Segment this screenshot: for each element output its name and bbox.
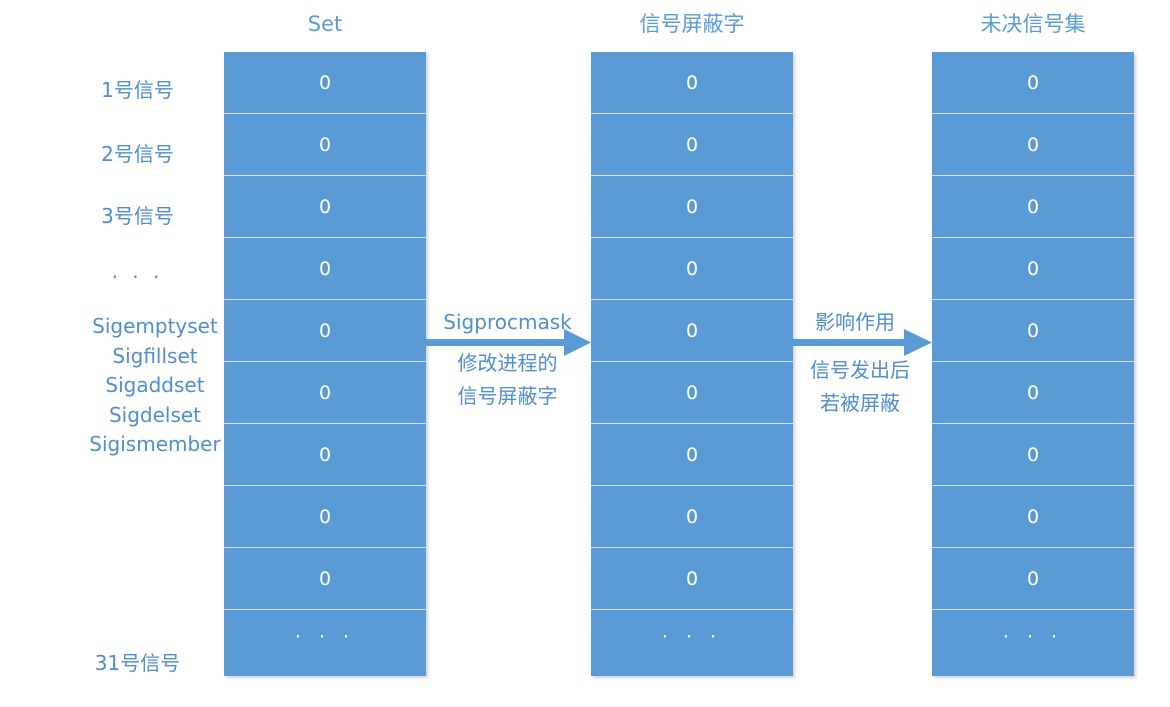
set-cell-ellipsis: · · · [294, 626, 356, 648]
mask-cell: 0 [591, 52, 793, 114]
mask-cell: 0 [591, 424, 793, 486]
pending-cell: 0 [932, 300, 1134, 362]
set-cell: 0 [224, 362, 426, 424]
row-label-ellipsis: · · · [111, 265, 164, 289]
arrow1-label-line1: 修改进程的 [457, 351, 558, 375]
pending-cell: 0 [932, 238, 1134, 300]
pending-cell: 0 [932, 114, 1134, 176]
mask-cell: 0 [591, 362, 793, 424]
function-sigismember: Sigismember [89, 432, 221, 456]
arrow2-label-line2: 若被屏蔽 [820, 391, 900, 415]
pending-cell: 0 [932, 486, 1134, 548]
pending-cell: 0 [932, 52, 1134, 114]
mask-column-title: 信号屏蔽字 [639, 12, 745, 36]
arrow2-label-line1: 信号发出后 [810, 358, 910, 382]
set-cell: 0 [224, 300, 426, 362]
mask-cell: 0 [591, 114, 793, 176]
pending-column-title: 未决信号集 [980, 12, 1086, 36]
mask-column: 0 0 0 0 0 0 0 0 0 · · · [591, 52, 793, 676]
sigset-function-list: Sigemptyset Sigfillset Sigaddset Sigdels… [70, 312, 240, 460]
set-cell: 0 [224, 424, 426, 486]
set-column: 0 0 0 0 0 0 0 0 0 · · · [224, 52, 426, 676]
arrow2-label-top: 影响作用 [815, 310, 895, 334]
row-label-signal-3: 3号信号 [101, 204, 174, 228]
arrow1-label-line2: 信号屏蔽字 [457, 384, 558, 408]
set-cell: 0 [224, 486, 426, 548]
pending-cell: 0 [932, 176, 1134, 238]
mask-cell: 0 [591, 238, 793, 300]
row-label-signal-31: 31号信号 [94, 651, 181, 675]
mask-cell: 0 [591, 300, 793, 362]
row-label-signal-1: 1号信号 [101, 78, 174, 102]
mask-cell: 0 [591, 486, 793, 548]
pending-cell: 0 [932, 424, 1134, 486]
set-cell: 0 [224, 548, 426, 610]
mask-cell-ellipsis: · · · [661, 626, 723, 648]
set-cell: 0 [224, 176, 426, 238]
function-sigfillset: Sigfillset [112, 343, 198, 368]
set-cell: 0 [224, 238, 426, 300]
function-sigdelset: Sigdelset [108, 402, 202, 427]
row-label-signal-2: 2号信号 [101, 142, 174, 166]
function-sigemptyset: Sigemptyset [92, 314, 218, 338]
set-cell: 0 [224, 52, 426, 114]
pending-cell-ellipsis: · · · [1002, 626, 1064, 648]
set-cell: 0 [224, 114, 426, 176]
arrow-set-to-mask [426, 329, 591, 356]
arrow-mask-to-pending [793, 329, 932, 356]
set-column-title: Set [307, 12, 343, 36]
arrow1-label-sigprocmask: Sigprocmask [443, 310, 572, 334]
mask-cell: 0 [591, 176, 793, 238]
pending-column: 0 0 0 0 0 0 0 0 0 · · · [932, 52, 1134, 676]
pending-cell: 0 [932, 362, 1134, 424]
pending-cell: 0 [932, 548, 1134, 610]
mask-cell: 0 [591, 548, 793, 610]
function-sigaddset: Sigaddset [105, 373, 205, 397]
